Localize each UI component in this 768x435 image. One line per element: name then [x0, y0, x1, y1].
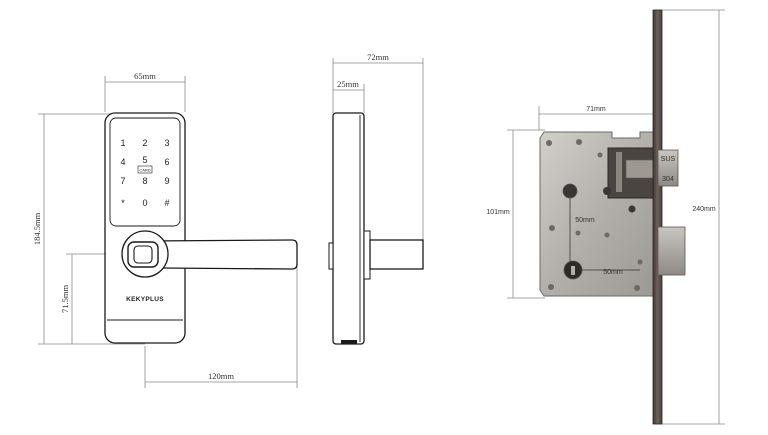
rivet-top-right [597, 152, 603, 158]
key-8: 8 [142, 176, 147, 186]
side-view: 72mm 25mm [328, 52, 424, 345]
width-label: 65mm [134, 71, 156, 81]
keypad: 1 2 3 4 5 6 CARD 7 8 9 * 0 # [120, 138, 169, 208]
rivet-top-mid [576, 139, 582, 145]
key-6: 6 [164, 157, 169, 167]
latch-bolt [657, 149, 679, 187]
brand-logo: KEKYPLUS [126, 296, 164, 303]
key-0: 0 [142, 198, 147, 208]
cylinder-slot [571, 266, 575, 275]
keypad-panel [109, 117, 181, 227]
key-9: 9 [164, 176, 169, 186]
hole-right [628, 205, 636, 213]
key-star: * [121, 198, 125, 208]
key-1: 1 [120, 138, 125, 148]
side-handle [369, 239, 424, 270]
key-3: 3 [164, 138, 169, 148]
material-bottom: 304 [662, 176, 674, 183]
dead-bolt [657, 226, 686, 276]
height-label: 184.5mm [32, 212, 42, 245]
side-body [332, 112, 365, 345]
faceplate-height-label: 240mm [692, 206, 716, 213]
mortise-view: 71mm 101mm 240mm 50mm 50mm [486, 9, 725, 425]
card-reader-icon [137, 165, 153, 174]
cylinder-spacing-label: 50mm [603, 269, 623, 276]
material-top: SUS [661, 156, 676, 163]
front-body [104, 112, 186, 344]
card-label: CARD [139, 168, 150, 173]
side-rose [363, 230, 371, 280]
spindle-spacing-label: 50mm [575, 217, 595, 224]
key-4: 4 [120, 157, 125, 167]
key-7: 7 [120, 176, 125, 186]
plate-label: 25mm [337, 79, 359, 89]
handle-height-label: 71.5mm [60, 285, 70, 313]
hole-mid [603, 187, 611, 195]
spindle-hole [562, 183, 578, 199]
mortise-width-label: 71mm [586, 106, 606, 113]
latch-spring [616, 152, 622, 192]
handle-length-label: 120mm [208, 371, 234, 381]
rivet-left [549, 225, 555, 231]
rivet-bottom-right [634, 285, 640, 291]
rivet-bottom-left [548, 284, 554, 290]
fingerprint-icon [133, 245, 153, 264]
rivet-center [604, 232, 610, 238]
side-battery-slot [341, 340, 357, 344]
rivet-center-left [575, 230, 581, 236]
key-5: 5 [142, 155, 147, 165]
key-hash: # [164, 198, 169, 208]
fingerprint-sensor-frame [127, 241, 159, 268]
mortise-height-label: 101mm [486, 209, 510, 216]
rivet-right [637, 259, 643, 265]
faceplate [652, 9, 663, 425]
depth-label: 72mm [367, 52, 389, 62]
key-2: 2 [142, 138, 147, 148]
handle-rose [121, 230, 169, 278]
rivet-top-left [546, 140, 552, 146]
front-view: 65mm 184.5mm 71.5mm 120mm 1 2 3 4 5 6 CA… [32, 71, 298, 388]
side-spindle-back [328, 242, 334, 270]
